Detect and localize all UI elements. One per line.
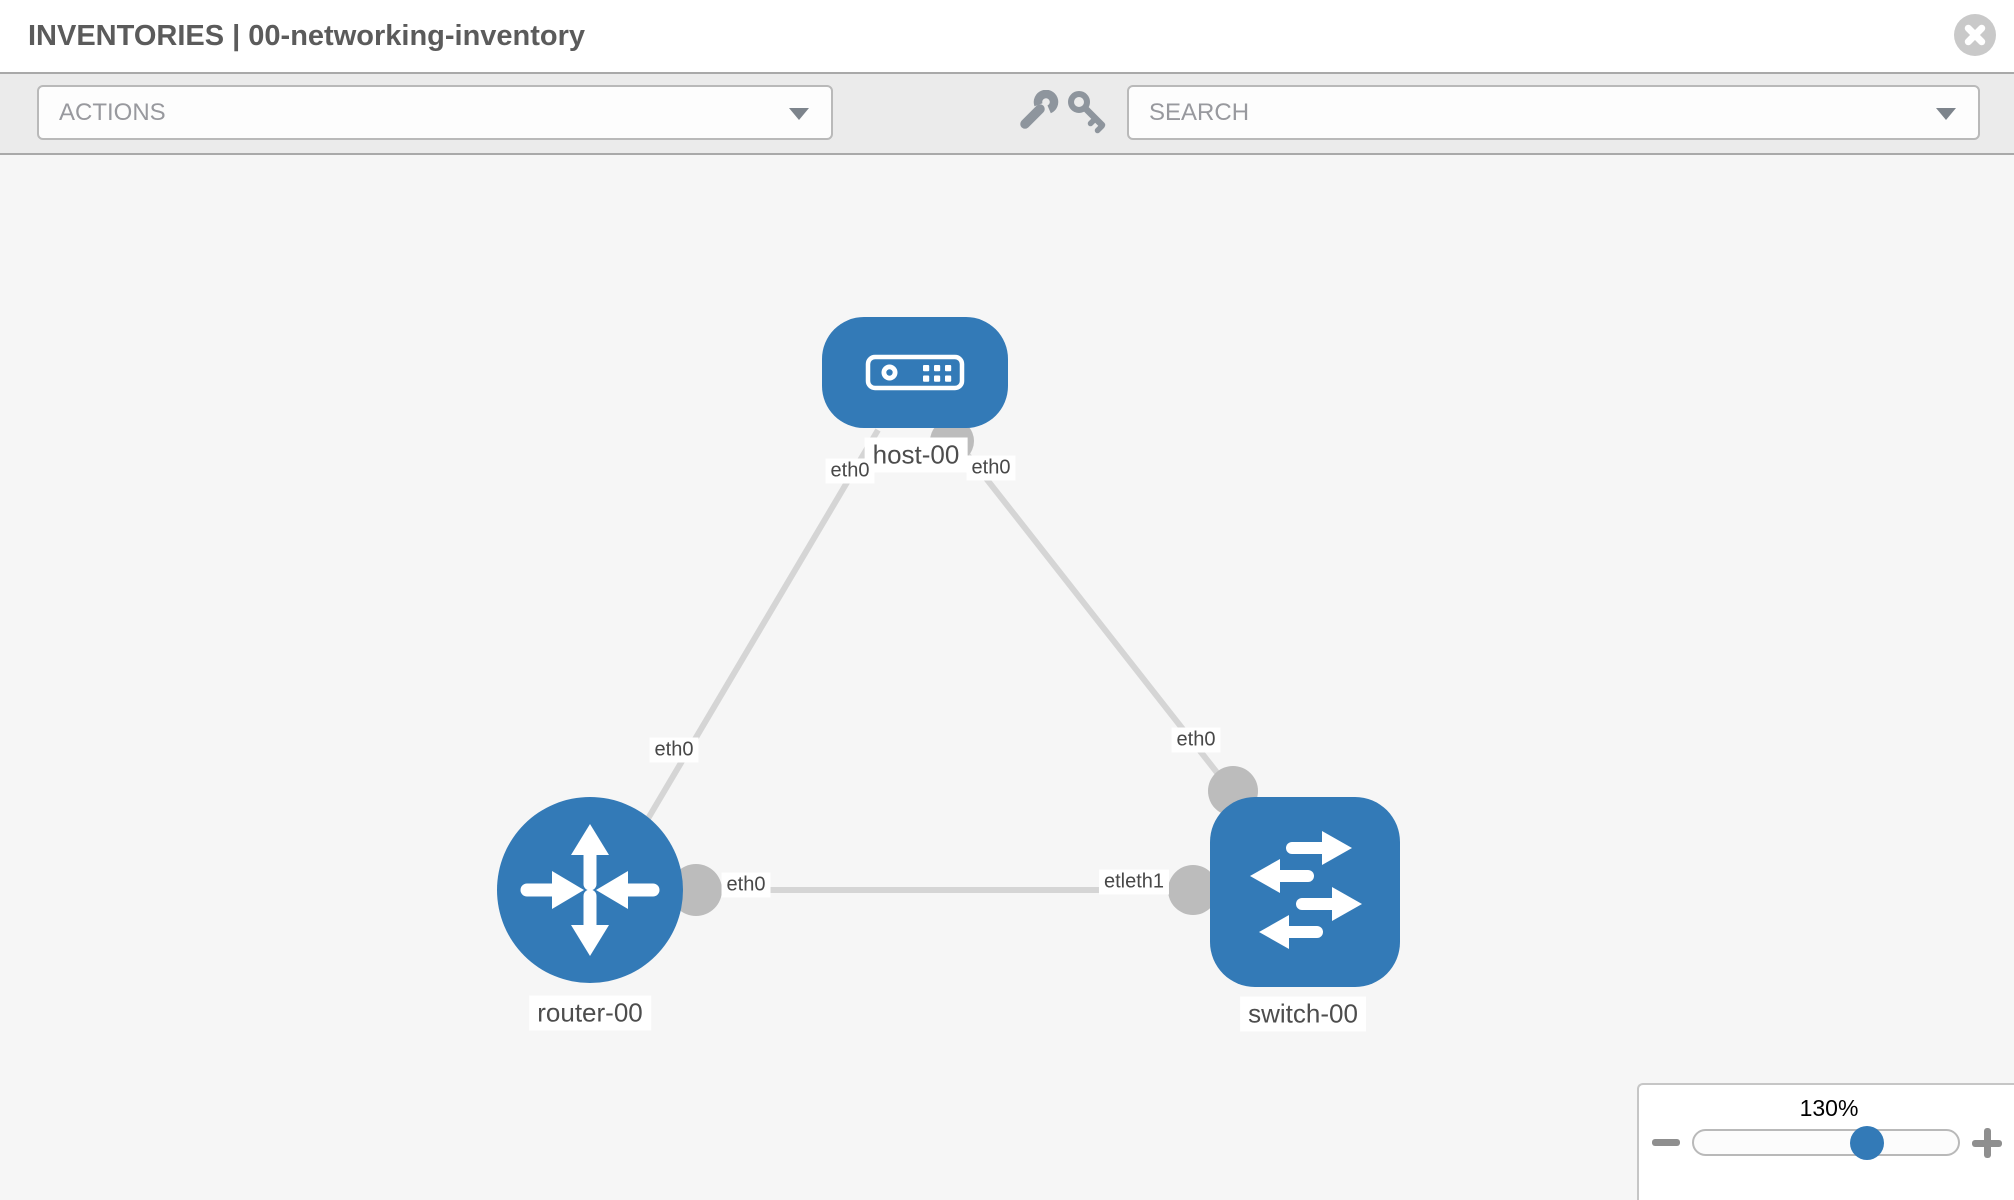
interface-label: eth0: [825, 458, 875, 484]
chevron-down-icon: [789, 108, 809, 120]
key-icon[interactable]: [1064, 88, 1112, 138]
router-node[interactable]: [497, 797, 683, 983]
link-host-router[interactable]: [643, 428, 881, 824]
close-icon[interactable]: [1953, 13, 1997, 57]
host-node[interactable]: [822, 317, 1008, 428]
switch-icon: [1250, 831, 1362, 949]
node-label-host: host-00: [864, 437, 968, 473]
zoom-out-button[interactable]: [1652, 1139, 1680, 1146]
interface-label: eth0: [649, 737, 699, 763]
actions-dropdown-label: ACTIONS: [59, 99, 166, 126]
interface-label: eth0: [966, 455, 1016, 481]
window-header: INVENTORIES | 00-networking-inventory: [0, 0, 2014, 72]
node-label-switch: switch-00: [1240, 996, 1366, 1032]
zoom-in-button[interactable]: [1972, 1128, 2002, 1158]
switch-node[interactable]: [1210, 797, 1400, 987]
zoom-slider[interactable]: [1692, 1126, 1960, 1160]
wrench-icon[interactable]: [1016, 90, 1060, 138]
interface-dot[interactable]: [670, 864, 722, 916]
zoom-slider-thumb[interactable]: [1850, 1126, 1884, 1160]
zoom-level-value: 130%: [1799, 1095, 1859, 1121]
interface-label: eth0: [721, 872, 771, 898]
interface-label: etleth1: [1098, 869, 1170, 895]
router-icon: [520, 824, 660, 956]
actions-dropdown[interactable]: ACTIONS: [37, 85, 833, 140]
toolbar: ACTIONS SEARCH: [0, 72, 2014, 155]
search-dropdown[interactable]: SEARCH: [1127, 85, 1980, 140]
page-title: INVENTORIES | 00-networking-inventory: [28, 20, 586, 52]
topology-canvas[interactable]: host-00 router-00 switch-00 eth0 eth0 et…: [0, 155, 2014, 1200]
host-icon: [865, 354, 965, 391]
interface-label: eth0: [1171, 727, 1221, 753]
topology-graph: [497, 317, 1400, 987]
zoom-control-panel: 130%: [1637, 1083, 2014, 1200]
node-label-router: router-00: [529, 995, 651, 1031]
interface-dot[interactable]: [1168, 865, 1218, 915]
search-dropdown-label: SEARCH: [1149, 99, 1250, 126]
chevron-down-icon: [1936, 108, 1956, 120]
